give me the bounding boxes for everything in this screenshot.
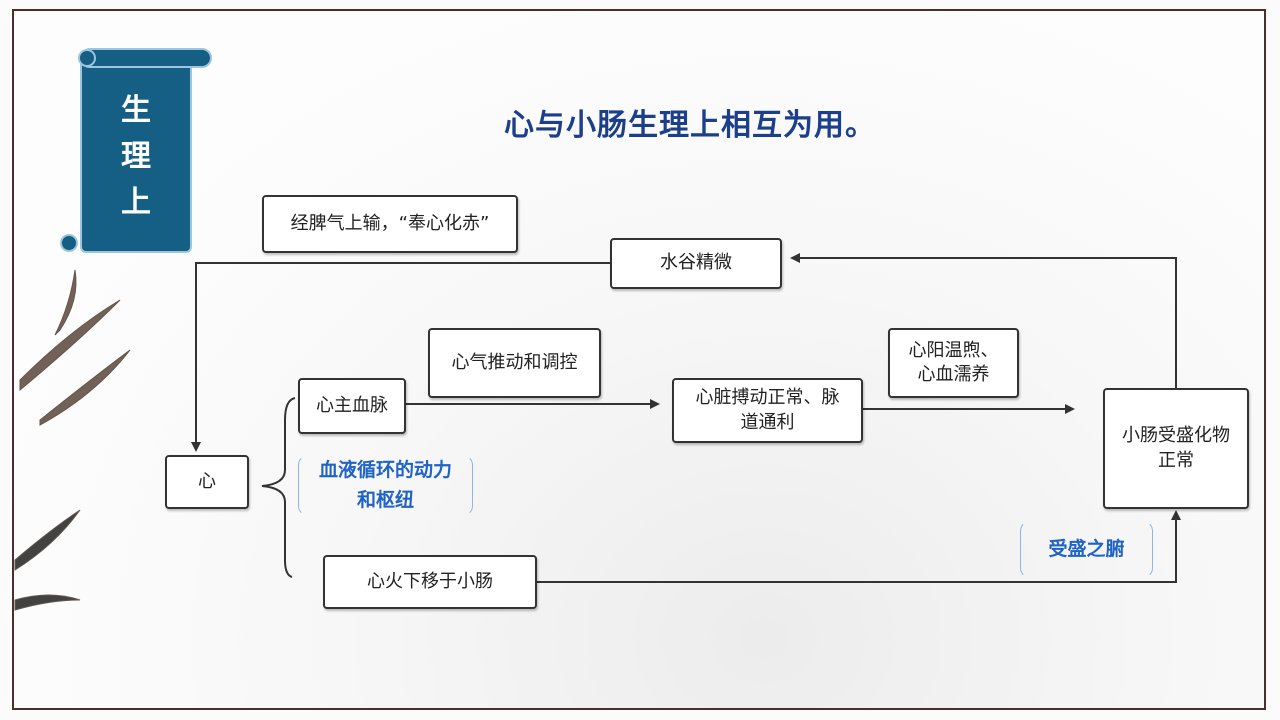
- slide-frame: [12, 9, 1266, 710]
- box-essence: 水谷精微: [610, 238, 782, 289]
- arrow-essence-to-heart: [191, 262, 610, 452]
- arrow-fire-to-intestine: [536, 510, 1181, 583]
- box-heart: 心: [165, 455, 249, 509]
- box-fire-down: 心火下移于小肠: [323, 555, 537, 609]
- scroll-roll-top: [80, 48, 212, 68]
- note-circulation: 血液循环的动力和枢纽: [298, 455, 473, 516]
- box-yang-warm: 心阳温煦、心血濡养: [888, 328, 1019, 398]
- scroll-curl-icon: [78, 49, 96, 67]
- box-spleen: 经脾气上输，“奉心化赤”: [262, 195, 518, 253]
- box-governs-blood: 心主血脉: [298, 378, 406, 434]
- section-label-char: 理: [121, 139, 151, 174]
- page-title: 心与小肠生理上相互为用。: [504, 108, 876, 143]
- box-heartbeat: 心脏搏动正常、脉道通利: [672, 378, 863, 443]
- section-label-char: 上: [121, 185, 151, 220]
- section-label-char: 生: [121, 93, 151, 128]
- scroll-curl-icon: [60, 234, 78, 252]
- arrow-intestine-to-essence: [790, 253, 1177, 390]
- bamboo-decoration: [14, 269, 131, 611]
- note-receiving-organ: 受盛之腑: [1020, 521, 1153, 578]
- box-heart-qi: 心气推动和调控: [428, 328, 601, 398]
- section-label: 生 理 上: [80, 88, 192, 226]
- brace: [261, 397, 296, 578]
- box-small-intestine: 小肠受盛化物正常: [1103, 388, 1249, 509]
